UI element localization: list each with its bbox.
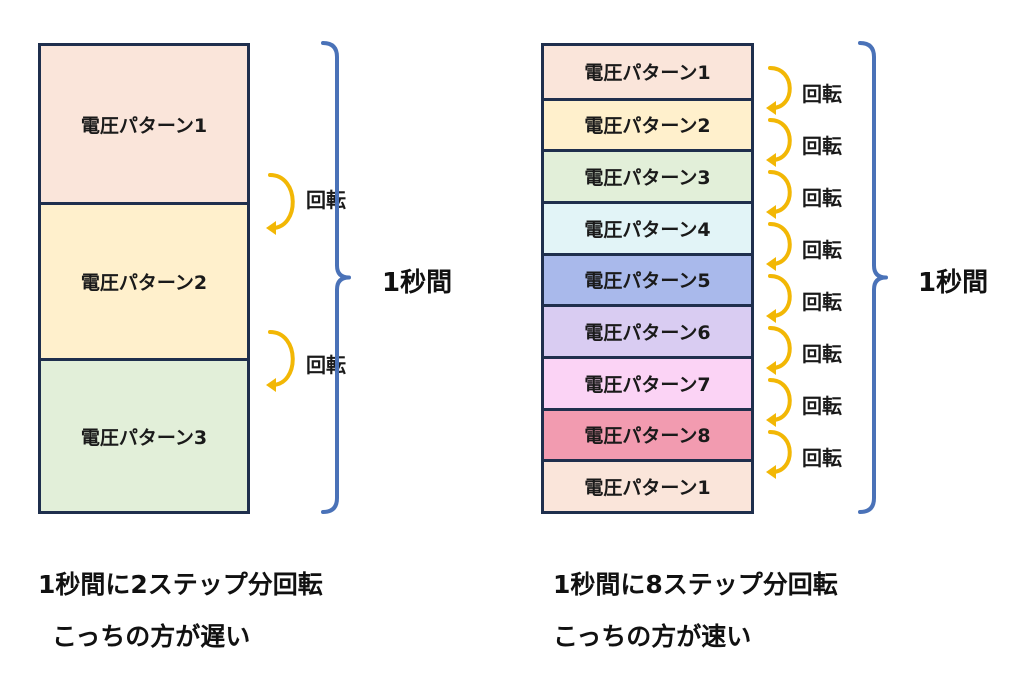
- right-rotate-arrow-5: [766, 274, 792, 323]
- right-rotate-arrow-3: [766, 170, 792, 219]
- left-caption-line1: 1秒間に2ステップ分回転: [38, 570, 323, 599]
- left-box-1: 電圧パターン1: [41, 46, 247, 202]
- right-box-1: 電圧パターン1: [544, 46, 751, 98]
- left-duration-brace: [321, 41, 351, 514]
- right-rotate-label-7: 回転: [802, 394, 842, 418]
- right-box-3: 電圧パターン3: [544, 149, 751, 201]
- right-duration-brace: [858, 41, 888, 514]
- right-box-9: 電圧パターン1: [544, 459, 751, 511]
- left-rotate-arrow-1: [266, 173, 295, 235]
- left-rotate-label-1: 回転: [306, 188, 346, 212]
- left-box-2: 電圧パターン2: [41, 202, 247, 358]
- right-rotate-arrow-8: [766, 430, 792, 479]
- right-rotate-arrow-4: [766, 222, 792, 271]
- right-rotate-label-8: 回転: [802, 446, 842, 470]
- right-box-4: 電圧パターン4: [544, 201, 751, 253]
- right-rotate-arrow-2: [766, 118, 792, 167]
- right-rotate-label-1: 回転: [802, 82, 842, 106]
- right-rotate-label-6: 回転: [802, 342, 842, 366]
- left-box-3: 電圧パターン3: [41, 358, 247, 511]
- right-caption-line2: こっちの方が速い: [553, 622, 752, 651]
- left-rotate-arrow-2: [266, 330, 295, 392]
- left-duration-label: 1秒間: [382, 268, 453, 298]
- right-rotate-label-2: 回転: [802, 134, 842, 158]
- right-box-7: 電圧パターン7: [544, 356, 751, 408]
- right-rotate-label-5: 回転: [802, 290, 842, 314]
- right-caption-line1: 1秒間に8ステップ分回転: [553, 570, 838, 599]
- right-box-2: 電圧パターン2: [544, 97, 751, 150]
- right-duration-label: 1秒間: [918, 268, 989, 298]
- left-rotate-label-2: 回転: [306, 353, 346, 377]
- right-rotate-arrow-1: [766, 66, 792, 115]
- right-rotate-label-3: 回転: [802, 186, 842, 210]
- right-box-8: 電圧パターン8: [544, 407, 751, 460]
- left-caption-line2: こっちの方が遅い: [52, 622, 251, 651]
- right-rotate-arrow-6: [766, 326, 792, 375]
- right-box-5: 電圧パターン5: [544, 252, 751, 305]
- right-rotate-arrow-7: [766, 378, 792, 427]
- right-rotate-label-4: 回転: [802, 238, 842, 262]
- right-box-6: 電圧パターン6: [544, 304, 751, 356]
- left-pattern-stack: 電圧パターン1 電圧パターン2 電圧パターン3: [38, 43, 250, 514]
